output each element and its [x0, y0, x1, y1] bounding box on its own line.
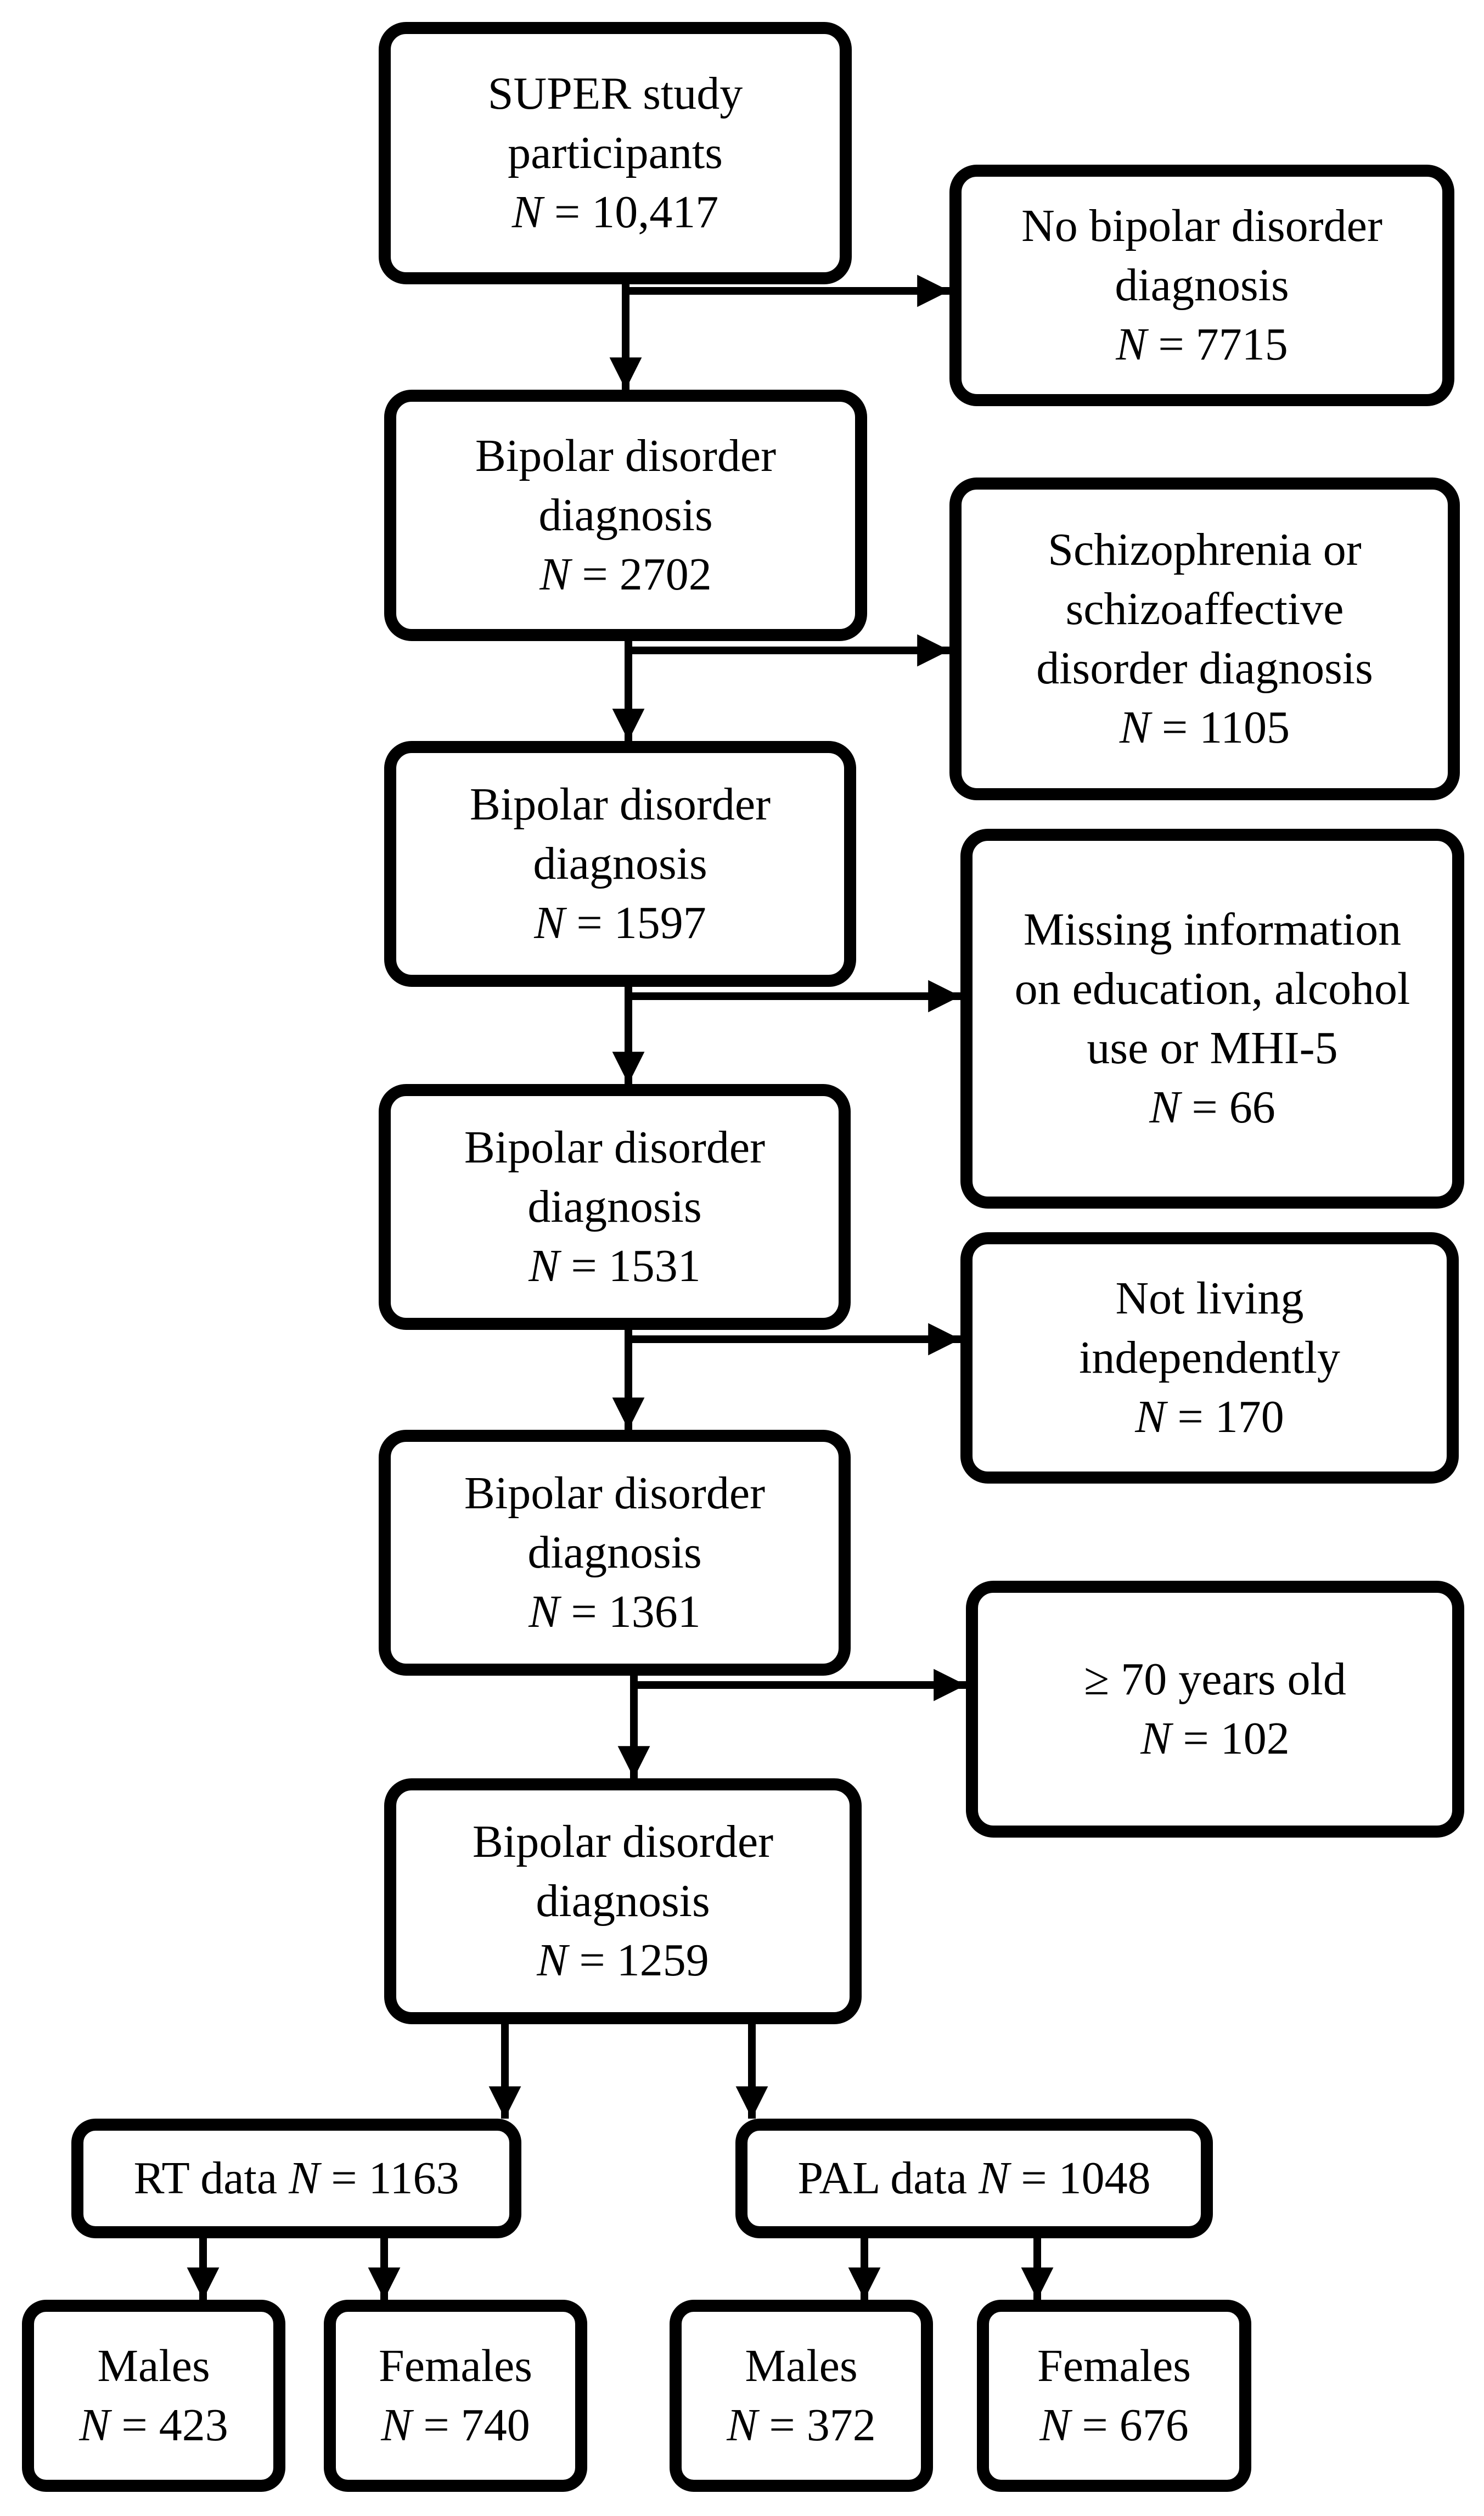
box-text-line: Not living [1115, 1273, 1304, 1324]
n-count-line: N = 170 [1135, 1388, 1284, 1447]
box-label-prefix: RT data [133, 2153, 289, 2204]
n-symbol: N [1149, 1082, 1181, 1133]
box-pal-data: PAL data N = 1048 [735, 2119, 1213, 2238]
n-count: = 2702 [570, 549, 712, 600]
box-missing-information: Missing information on education, alcohol… [960, 829, 1464, 1209]
n-symbol: N [79, 2400, 110, 2451]
n-count-line: N = 102 [1140, 1709, 1289, 1768]
box-text-line: Females [1037, 2340, 1191, 2391]
n-symbol: N [1119, 702, 1150, 753]
n-count: = 676 [1070, 2400, 1189, 2451]
n-count-line: N = 7715 [1116, 315, 1288, 374]
n-count: = 1531 [559, 1240, 701, 1291]
box-text-line: Females [379, 2340, 532, 2391]
box-text-line: diagnosis [533, 838, 707, 889]
n-count: = 1163 [319, 2153, 459, 2204]
n-count: = 170 [1166, 1391, 1284, 1442]
box-text-line: Bipolar disorder [469, 779, 771, 830]
n-count: = 740 [412, 2400, 530, 2451]
box-text-line: Bipolar disorder [464, 1122, 766, 1173]
n-symbol: N [534, 897, 565, 948]
n-count: = 372 [757, 2400, 876, 2451]
n-count-line: N = 372 [727, 2396, 875, 2455]
box-text-line: SUPER study [487, 68, 743, 119]
n-count-line: N = 10,417 [512, 183, 718, 242]
box-label: RT data N = 1163 [134, 2149, 459, 2208]
box-text-line: disorder diagnosis [1036, 643, 1373, 694]
n-symbol: N [1135, 1391, 1166, 1442]
box-label: PAL data N = 1048 [797, 2149, 1150, 2208]
box-rt-data: RT data N = 1163 [71, 2119, 521, 2238]
n-count-line: N = 1531 [529, 1237, 700, 1296]
n-symbol: N [1116, 319, 1147, 370]
box-text-line: diagnosis [538, 490, 713, 541]
n-symbol: N [289, 2153, 320, 2204]
box-text-line: use or MHI-5 [1087, 1023, 1338, 1074]
box-text-line: Bipolar disorder [475, 430, 777, 481]
n-symbol: N [727, 2400, 758, 2451]
n-count: = 10,417 [542, 187, 719, 238]
box-text-line: Bipolar disorder [472, 1816, 774, 1867]
n-symbol: N [529, 1240, 560, 1291]
box-text-line: independently [1079, 1332, 1340, 1383]
n-count-line: N = 2702 [539, 545, 711, 604]
box-text-line: No bipolar disorder [1021, 200, 1382, 251]
n-count: = 1597 [565, 897, 706, 948]
n-count: = 1361 [559, 1586, 701, 1637]
n-count-line: N = 676 [1039, 2396, 1188, 2455]
n-symbol: N [539, 549, 571, 600]
n-count: = 423 [110, 2400, 228, 2451]
n-count-line: N = 1105 [1120, 698, 1290, 757]
n-symbol: N [1039, 2400, 1071, 2451]
n-symbol: N [511, 187, 543, 238]
n-count: = 1105 [1150, 702, 1290, 753]
n-count: = 102 [1171, 1713, 1290, 1764]
n-symbol: N [381, 2400, 412, 2451]
box-schizophrenia-schizoaffective: Schizophrenia or schizoaffective disorder … [949, 478, 1460, 800]
n-count-line: N = 1259 [537, 1931, 709, 1990]
box-text-line: ≥ 70 years old [1084, 1654, 1346, 1705]
n-symbol: N [529, 1586, 560, 1637]
n-count: = 1048 [1009, 2153, 1151, 2204]
n-count-line: N = 423 [79, 2396, 228, 2455]
box-text-line: Males [745, 2340, 858, 2391]
n-count-line: N = 1597 [534, 894, 706, 953]
n-symbol: N [537, 1935, 568, 1986]
box-text-line: Schizophrenia or [1048, 524, 1362, 575]
n-count: = 66 [1180, 1082, 1275, 1133]
box-text-line: diagnosis [536, 1875, 710, 1927]
box-text-line: diagnosis [527, 1181, 702, 1232]
n-count-line: N = 66 [1149, 1078, 1275, 1137]
box-text-line: diagnosis [1115, 260, 1289, 311]
box-text-line: Bipolar disorder [464, 1468, 766, 1519]
box-label-prefix: PAL data [797, 2153, 979, 2204]
n-symbol: N [1140, 1713, 1172, 1764]
box-text-line: schizoaffective [1065, 583, 1344, 634]
n-count: = 1259 [567, 1935, 709, 1986]
n-symbol: N [979, 2153, 1010, 2204]
box-text-line: diagnosis [527, 1527, 702, 1578]
box-text-line: Males [97, 2340, 210, 2391]
n-count-line: N = 740 [381, 2396, 530, 2455]
box-text-line: on education, alcohol [1014, 963, 1410, 1014]
n-count-line: N = 1361 [529, 1582, 700, 1642]
box-text-line: participants [508, 127, 723, 178]
n-count: = 7715 [1146, 319, 1288, 370]
box-text-line: Missing information [1023, 904, 1402, 955]
